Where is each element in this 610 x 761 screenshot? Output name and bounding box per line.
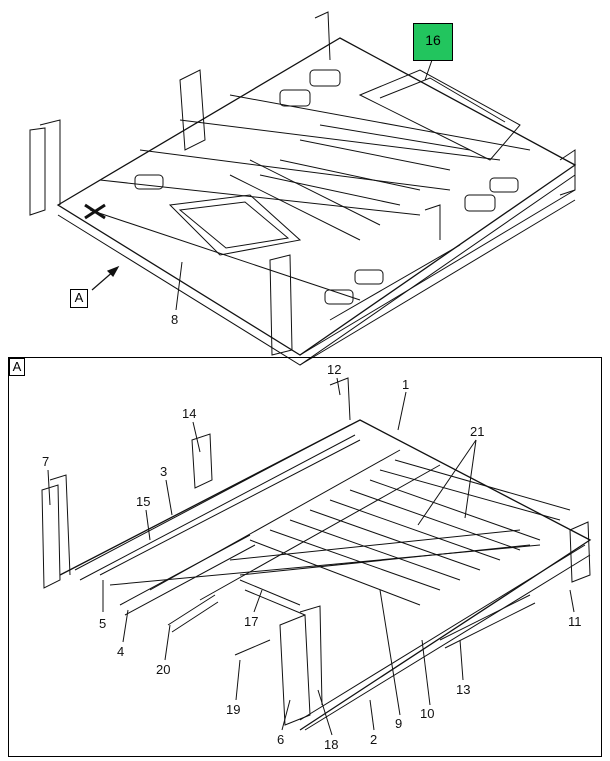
view-reference-a: A — [70, 289, 88, 308]
callout-3: 3 — [160, 464, 167, 479]
callout-10: 10 — [420, 706, 434, 721]
callout-19: 19 — [226, 702, 240, 717]
callout-15: 15 — [136, 494, 150, 509]
callout-9: 9 — [395, 716, 402, 731]
callout-16: 16 — [425, 32, 441, 48]
highlighted-callout-box — [413, 23, 453, 61]
callout-5: 5 — [99, 616, 106, 631]
callout-8: 8 — [171, 312, 178, 327]
callout-17: 17 — [244, 614, 258, 629]
callout-20: 20 — [156, 662, 170, 677]
callout-2: 2 — [370, 732, 377, 747]
callout-4: 4 — [117, 644, 124, 659]
callout-14: 14 — [182, 406, 196, 421]
callout-13: 13 — [456, 682, 470, 697]
callout-12: 12 — [327, 362, 341, 377]
callout-1: 1 — [402, 377, 409, 392]
callout-11: 11 — [568, 614, 582, 629]
callout-21: 21 — [470, 424, 484, 439]
detail-view-label: A — [9, 358, 25, 376]
callout-18: 18 — [324, 737, 338, 752]
detail-view-frame — [8, 357, 602, 757]
callout-7: 7 — [42, 454, 49, 469]
callout-6: 6 — [277, 732, 284, 747]
